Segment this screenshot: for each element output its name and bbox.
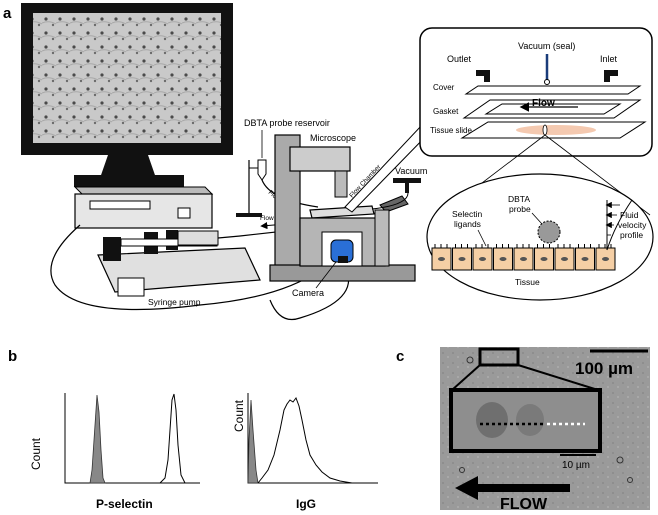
label-camera: Camera (292, 288, 324, 298)
inset-label-tissue-slide: Tissue slide (430, 126, 472, 135)
label-tissue: Tissue (515, 277, 540, 287)
inset-label-inlet: Inlet (600, 54, 618, 64)
micrograph-panel: 100 µm 10 µm FLOW (440, 347, 650, 513)
cell-nucleus (540, 257, 548, 261)
inset-label-cover: Cover (433, 83, 455, 92)
chamber-inset: Outlet Vacuum (seal) Inlet Cover Gasket … (419, 27, 653, 157)
cell-nucleus (520, 257, 527, 261)
panel-a-letter: a (3, 5, 12, 22)
cell-nucleus (479, 257, 486, 261)
flow-arrow-c (455, 476, 570, 500)
monitor-screen-micrograph (33, 13, 221, 143)
inset-label-gasket: Gasket (433, 107, 459, 116)
zoom-line-c-left (451, 364, 481, 391)
inset-label-outlet: Outlet (447, 54, 472, 64)
flow-label-c: FLOW (500, 496, 548, 513)
monitor-neck (100, 155, 156, 178)
scale-bar-large-label: 100 µm (575, 359, 633, 378)
camera (321, 231, 363, 267)
velocity-profile-curve (606, 199, 633, 251)
syringe-pump (97, 230, 261, 297)
computer-unit (73, 186, 214, 229)
cell-nucleus (438, 257, 445, 261)
cell-nucleus (581, 257, 589, 261)
histogram-p-selectin-stained-peak (159, 393, 186, 484)
inset-label-flow: Flow (532, 98, 555, 109)
label-dbta-line2: probe (509, 204, 531, 214)
label-vacuum: Vacuum (395, 166, 427, 176)
tissue-inset: DBTA probe Selectin ligands Fluid veloci… (426, 173, 654, 301)
label-flow-left: Flow (260, 215, 274, 222)
histogram-igg-ylabel: Count (232, 399, 246, 432)
cell-nucleus (561, 257, 568, 261)
monitor (21, 3, 233, 187)
cell-nucleus (499, 257, 507, 261)
dbta-probe (537, 220, 561, 244)
cable-computer-camera (50, 224, 321, 311)
panel-c-letter: c (396, 348, 404, 365)
zoomed-particle-right (516, 404, 544, 436)
histogram-p-selectin-control-peak (89, 394, 106, 484)
histogram-p-selectin (64, 393, 200, 484)
histogram-igg-control-peak (247, 399, 259, 484)
outlet-fitting (476, 70, 490, 82)
layer-cover (464, 85, 642, 95)
label-fluid-line3: profile (620, 230, 643, 240)
histogram-igg (247, 393, 378, 484)
inset-label-vacuum-seal: Vacuum (seal) (518, 41, 575, 51)
histogram-p-selectin-axes (64, 393, 200, 484)
label-syringe-pump: Syringe pump (148, 297, 201, 307)
cell-nucleus (458, 257, 466, 261)
label-microscope: Microscope (310, 133, 356, 143)
panel-b-letter: b (8, 348, 17, 365)
probe-reservoir (236, 159, 267, 217)
label-fluid-line2: velocity (618, 220, 647, 230)
histogram-igg-xlabel: IgG (296, 497, 316, 511)
histogram-igg-stained-peak (257, 396, 353, 484)
tissue-section (516, 125, 596, 135)
cable-camera (269, 267, 350, 321)
monitor-stand (74, 175, 184, 187)
label-fluid-line1: Fluid (620, 210, 639, 220)
scale-bar-small-label: 10 µm (562, 460, 590, 471)
zoom-region-box (478, 347, 520, 367)
label-selectin-line1: Selectin (452, 209, 483, 219)
vacuum-fitting (371, 178, 421, 210)
label-probe-reservoir: DBTA probe reservoir (244, 118, 330, 128)
inlet-fitting (604, 70, 618, 82)
tissue-cells (431, 244, 616, 271)
histogram-p-selectin-xlabel: P-selectin (96, 497, 153, 511)
zoom-line-c-right (517, 364, 599, 391)
histogram-p-selectin-ylabel: Count (29, 437, 43, 470)
label-dbta-line1: DBTA (508, 194, 530, 204)
camera-leader (315, 261, 337, 289)
zoomed-particle-left (476, 402, 508, 438)
histogram-igg-axes (247, 393, 378, 484)
label-selectin-line2: ligands (454, 219, 481, 229)
cell-nucleus (602, 257, 609, 261)
